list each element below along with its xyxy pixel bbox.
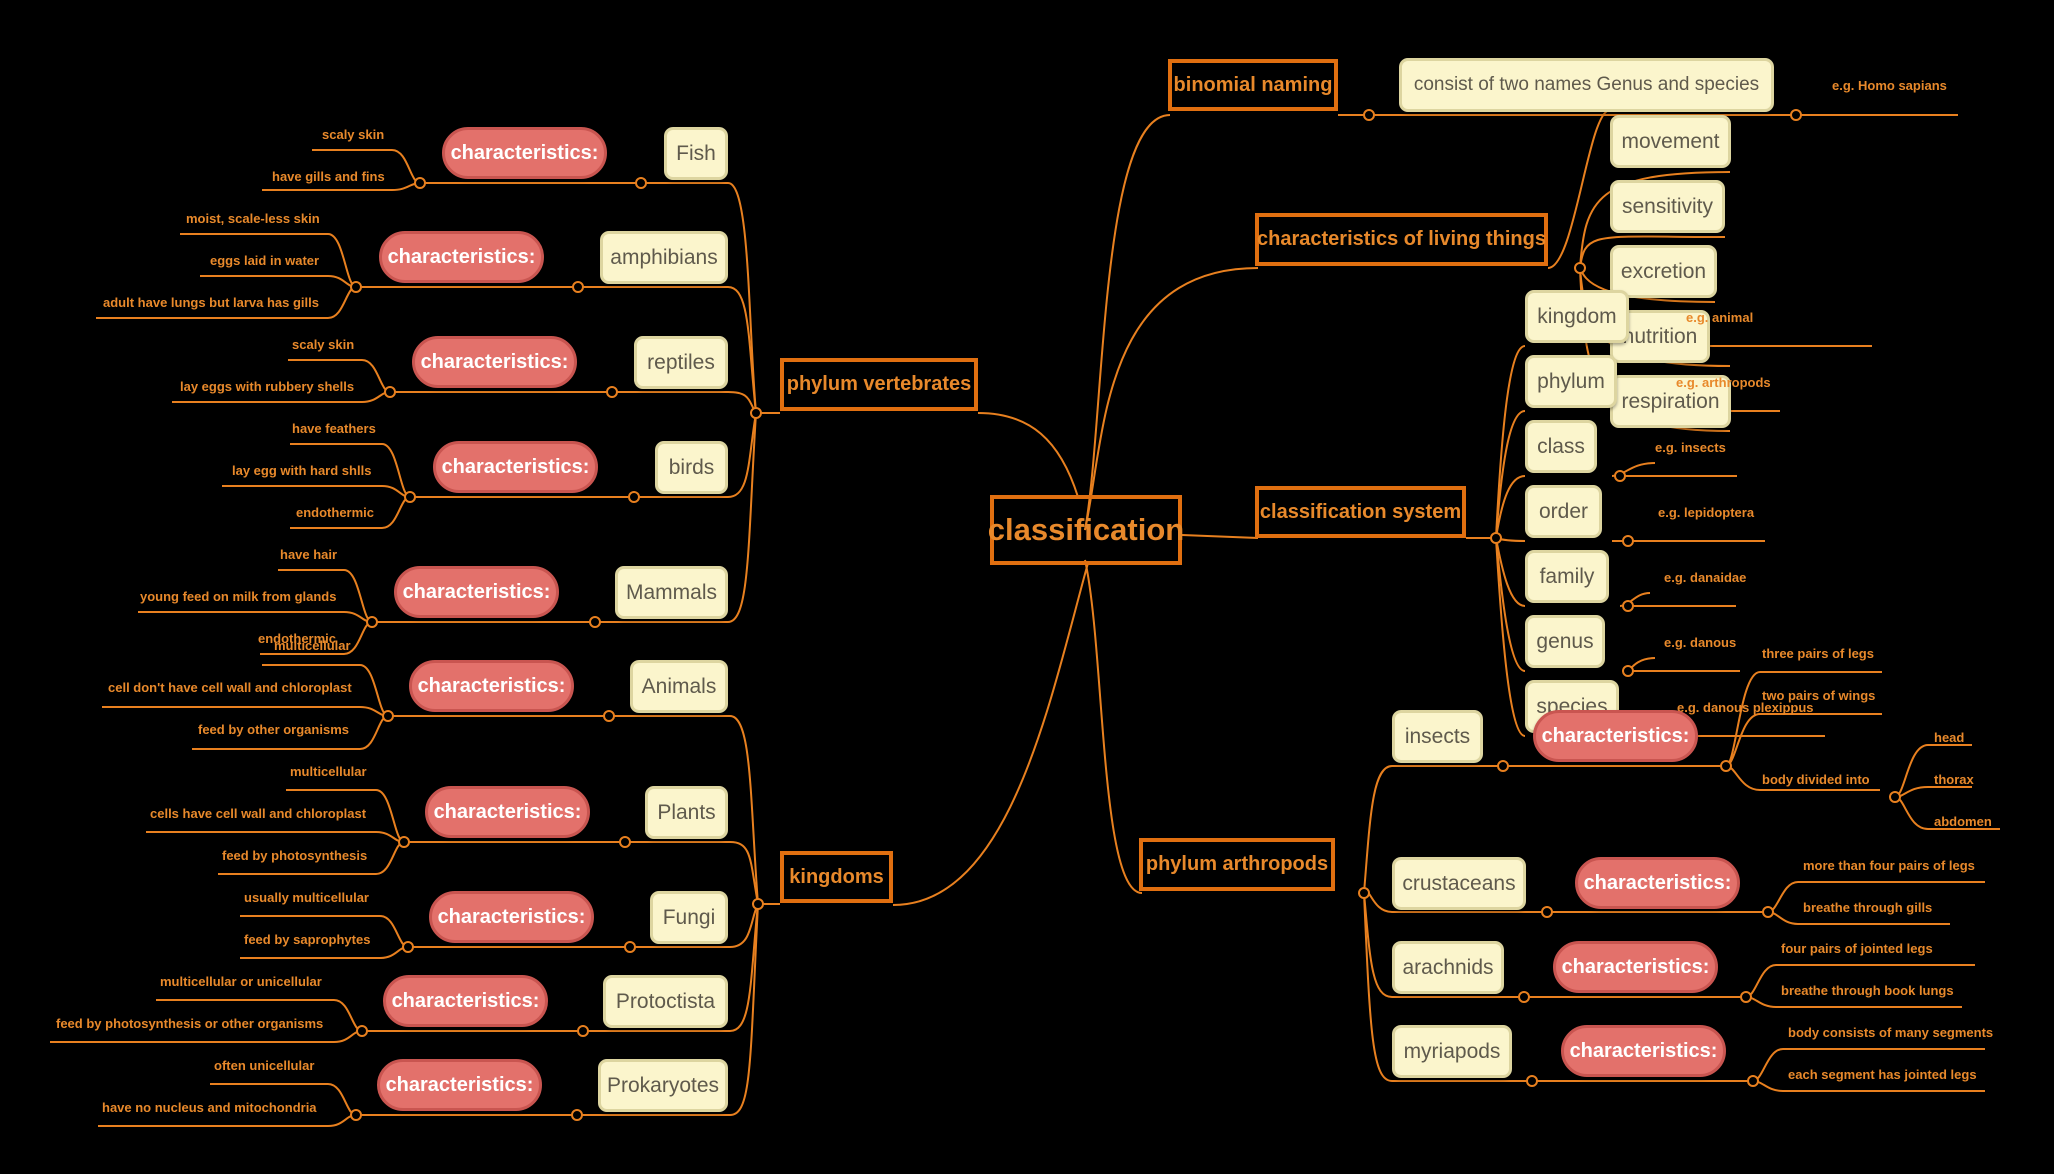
level-phylum[interactable]: phylum: [1525, 355, 1617, 408]
reptiles-trait: lay eggs with rubbery shells: [180, 378, 355, 394]
myriapods-characteristics-label[interactable]: characteristics:: [1561, 1025, 1726, 1077]
living-char-respiration[interactable]: respiration: [1610, 375, 1731, 428]
level-phylum-example: e.g. arthropods: [1676, 374, 1771, 390]
vertebrate-mammals[interactable]: Mammals: [615, 566, 728, 619]
amphibians-trait: adult have lungs but larva has gills: [103, 294, 319, 310]
birds-trait: endothermic: [296, 504, 375, 520]
myriapods-trait: each segment has jointed legs: [1788, 1066, 1977, 1082]
vertebrate-fish[interactable]: Fish: [664, 127, 728, 180]
plants-trait: multicellular: [290, 763, 367, 779]
myriapods-trait: body consists of many segments: [1788, 1024, 1994, 1040]
animals-characteristics-label[interactable]: characteristics:: [409, 660, 574, 712]
animals-trait: multicellular: [274, 637, 351, 653]
amphibians-trait: eggs laid in water: [210, 252, 320, 268]
topic-kingdoms[interactable]: kingdoms: [780, 851, 893, 903]
prokaryotes-trait: often unicellular: [214, 1057, 315, 1073]
living-char-excretion[interactable]: excretion: [1610, 245, 1717, 298]
binomial-example: e.g. Homo sapians: [1832, 77, 1947, 93]
topic-phylum-arthropods[interactable]: phylum arthropods: [1139, 838, 1335, 891]
level-class[interactable]: class: [1525, 420, 1597, 473]
protoctista-trait: feed by photosynthesis or other organism…: [56, 1015, 324, 1031]
animals-trait: cell don't have cell wall and chloroplas…: [108, 679, 352, 695]
kingdom-prokaryotes[interactable]: Prokaryotes: [598, 1059, 728, 1112]
mammals-trait: have hair: [280, 546, 338, 562]
insects-body-part: thorax: [1934, 771, 1974, 787]
level-kingdom[interactable]: kingdom: [1525, 290, 1629, 343]
plants-characteristics-label[interactable]: characteristics:: [425, 786, 590, 838]
topic-characteristics-of-living-things[interactable]: characteristics of living things: [1255, 213, 1548, 266]
plants-trait: cells have cell wall and chloroplast: [150, 805, 367, 821]
amphibians-trait: moist, scale-less skin: [186, 210, 320, 226]
crustaceans-characteristics-label[interactable]: characteristics:: [1575, 857, 1740, 909]
arthropod-arachnids[interactable]: arachnids: [1392, 941, 1504, 994]
arachnids-characteristics-label[interactable]: characteristics:: [1553, 941, 1718, 993]
level-class-example: e.g. insects: [1655, 439, 1726, 455]
arthropod-crustaceans[interactable]: crustaceans: [1392, 857, 1526, 910]
prokaryotes-characteristics-label[interactable]: characteristics:: [377, 1059, 542, 1111]
fungi-characteristics-label[interactable]: characteristics:: [429, 891, 594, 943]
insects-trait: three pairs of legs: [1762, 645, 1874, 661]
crustaceans-trait: breathe through gills: [1803, 899, 1933, 915]
insects-body-part: head: [1934, 729, 1965, 745]
living-char-movement[interactable]: movement: [1610, 115, 1731, 168]
birds-trait: lay egg with hard shlls: [232, 462, 372, 478]
crustaceans-trait: more than four pairs of legs: [1803, 857, 1975, 873]
fish-trait: scaly skin: [322, 126, 385, 142]
fish-characteristics-label[interactable]: characteristics:: [442, 127, 607, 179]
mammals-trait: endothermic: [258, 630, 337, 646]
kingdom-plants[interactable]: Plants: [645, 786, 728, 839]
reptiles-characteristics-label[interactable]: characteristics:: [412, 336, 577, 388]
level-species-example: e.g. danous plexippus: [1677, 699, 1814, 715]
birds-trait: have feathers: [292, 420, 376, 436]
level-order[interactable]: order: [1525, 485, 1602, 538]
mammals-characteristics-label[interactable]: characteristics:: [394, 566, 559, 618]
plants-trait: feed by photosynthesis: [222, 847, 368, 863]
fungi-trait: usually multicellular: [244, 889, 369, 905]
kingdom-fungi[interactable]: Fungi: [650, 891, 728, 944]
central-topic[interactable]: classification: [988, 495, 1184, 565]
kingdom-animals[interactable]: Animals: [630, 660, 728, 713]
prokaryotes-trait: have no nucleus and mitochondria: [102, 1099, 317, 1115]
insects-trait: two pairs of wings: [1762, 687, 1876, 703]
kingdom-protoctista[interactable]: Protoctista: [603, 975, 728, 1028]
topic-binomial-naming[interactable]: binomial naming: [1168, 59, 1338, 111]
topic-phylum-vertebrates[interactable]: phylum vertebrates: [780, 358, 978, 411]
arachnids-trait: four pairs of jointed legs: [1781, 940, 1933, 956]
protoctista-trait: multicellular or unicellular: [160, 973, 322, 989]
protoctista-characteristics-label[interactable]: characteristics:: [383, 975, 548, 1027]
insects-body-part: abdomen: [1934, 813, 1992, 829]
fungi-trait: feed by saprophytes: [244, 931, 371, 947]
birds-characteristics-label[interactable]: characteristics:: [433, 441, 598, 493]
level-family-example: e.g. danaidae: [1664, 569, 1747, 585]
level-family[interactable]: family: [1525, 550, 1609, 603]
level-genus-example: e.g. danous: [1664, 634, 1737, 650]
vertebrate-birds[interactable]: birds: [655, 441, 728, 494]
vertebrate-amphibians[interactable]: amphibians: [600, 231, 728, 284]
mammals-trait: young feed on milk from glands: [140, 588, 337, 604]
binomial-description[interactable]: consist of two names Genus and species: [1399, 58, 1774, 112]
reptiles-trait: scaly skin: [292, 336, 355, 352]
level-kingdom-example: e.g. animal: [1686, 309, 1754, 325]
arthropod-myriapods[interactable]: myriapods: [1392, 1025, 1512, 1078]
amphibians-characteristics-label[interactable]: characteristics:: [379, 231, 544, 283]
insects-trait: body divided into: [1762, 771, 1870, 787]
arthropod-insects[interactable]: insects: [1392, 710, 1483, 763]
living-char-sensitivity[interactable]: sensitivity: [1610, 180, 1725, 233]
level-genus[interactable]: genus: [1525, 615, 1605, 668]
topic-classification-system[interactable]: classification system: [1255, 486, 1466, 538]
arachnids-trait: breathe through book lungs: [1781, 982, 1954, 998]
vertebrate-reptiles[interactable]: reptiles: [634, 336, 728, 389]
level-order-example: e.g. lepidoptera: [1658, 504, 1755, 520]
insects-characteristics-label[interactable]: characteristics:: [1533, 710, 1698, 762]
animals-trait: feed by other organisms: [198, 721, 349, 737]
fish-trait: have gills and fins: [272, 168, 385, 184]
